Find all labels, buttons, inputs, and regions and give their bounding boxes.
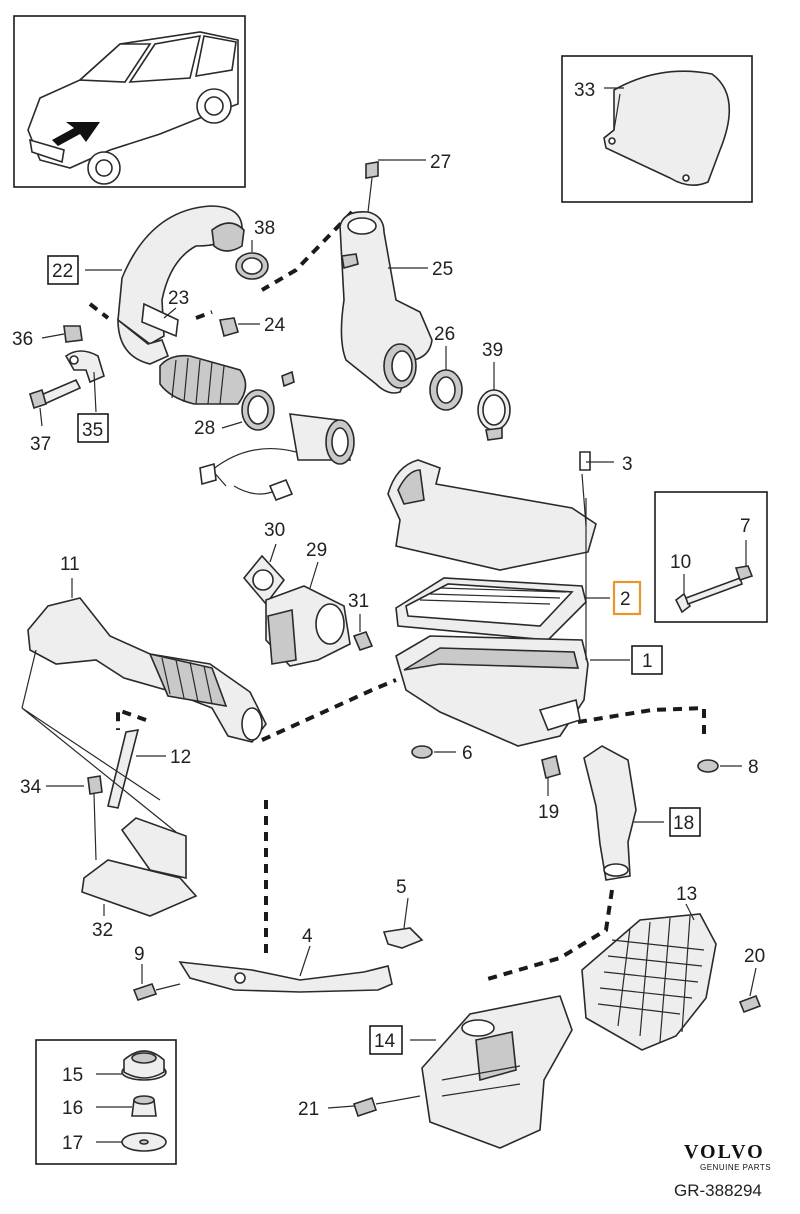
part-11-intake-pipe — [27, 597, 267, 743]
maf-sensor — [199, 370, 355, 502]
vehicle-locator-inset — [13, 15, 246, 188]
callout-19: 19 — [538, 802, 559, 823]
part-1-housing-lower — [395, 498, 630, 747]
part-24-connector — [219, 317, 239, 337]
callout-9: 9 — [134, 944, 145, 965]
part-14-intake-box — [352, 995, 573, 1149]
callout-16: 16 — [62, 1098, 83, 1119]
callout-22: 22 — [52, 261, 73, 282]
callout-4: 4 — [302, 926, 313, 947]
callout-8: 8 — [748, 757, 759, 778]
callout-1: 1 — [642, 651, 653, 672]
callout-12: 12 — [170, 747, 191, 768]
callout-37: 37 — [30, 434, 51, 455]
callout-34: 34 — [20, 777, 42, 798]
part-38-clamp — [235, 240, 269, 280]
throttle-body-29 — [242, 554, 374, 667]
highlight-box-2 — [612, 580, 642, 616]
part-18-duct — [541, 745, 637, 881]
callout-31: 31 — [348, 591, 369, 612]
callout-33: 33 — [574, 80, 595, 101]
car-icon — [27, 31, 239, 185]
part-6-grommet — [411, 745, 456, 759]
part-33-cover — [603, 70, 731, 186]
callout-10: 10 — [670, 552, 691, 573]
part-25-resonator — [339, 161, 433, 394]
callout-24: 24 — [264, 315, 286, 336]
callout-29: 29 — [306, 540, 327, 561]
callout-28: 28 — [194, 418, 215, 439]
part-2-filter-element — [395, 577, 610, 641]
bracket-35 — [29, 325, 105, 410]
diagram-reference: GR-388294 — [674, 1181, 762, 1200]
callout-38: 38 — [254, 218, 275, 239]
part-13-grille — [581, 913, 762, 1051]
part-4-brace — [132, 927, 424, 1001]
callout-15: 15 — [62, 1065, 83, 1086]
callout-11: 11 — [60, 554, 80, 575]
callout-6: 6 — [462, 743, 473, 764]
callout-18: 18 — [673, 813, 694, 834]
callout-30: 30 — [264, 520, 285, 541]
part-32-bracket — [81, 775, 198, 917]
part-39-clamp — [477, 389, 511, 441]
callout-35: 35 — [82, 420, 103, 441]
part-26-ring — [429, 369, 463, 411]
part-28-bellows-hose — [159, 354, 247, 405]
callout-7: 7 — [740, 516, 751, 537]
callout-14: 14 — [374, 1031, 396, 1052]
callout-36: 36 — [12, 329, 33, 350]
connection-paths — [88, 210, 706, 982]
callout-32: 32 — [92, 920, 113, 941]
callout-labels: 27 33 38 22 25 23 24 26 39 36 35 28 37 3… — [12, 80, 765, 1154]
callout-25: 25 — [432, 259, 453, 280]
callout-13: 13 — [676, 884, 697, 905]
callout-2: 2 — [620, 589, 631, 610]
grommet-inset — [35, 1039, 177, 1165]
genuine-parts-tagline: GENUINE PARTS — [700, 1163, 771, 1172]
brand-block: VOLVO GENUINE PARTS GR-388294 — [674, 1141, 771, 1200]
callout-20: 20 — [744, 946, 765, 967]
callout-21: 21 — [298, 1099, 319, 1120]
nut-7 — [734, 565, 754, 582]
fastener-inset — [654, 491, 768, 623]
callout-3: 3 — [622, 454, 633, 475]
callout-boxes — [47, 255, 701, 1055]
volvo-logo: VOLVO — [684, 1141, 765, 1163]
part-8-grommet — [697, 759, 742, 773]
callout-27: 27 — [430, 152, 451, 173]
bolt-10 — [674, 592, 692, 614]
callout-leaders — [21, 159, 757, 1109]
part-22-intake-duct — [117, 205, 245, 365]
callout-39: 39 — [482, 340, 503, 361]
callout-23: 23 — [168, 288, 189, 309]
callout-17: 17 — [62, 1133, 83, 1154]
cover-inset — [561, 55, 753, 203]
filter-housing-cover — [387, 451, 597, 571]
part-28-clamp — [241, 389, 275, 431]
callout-26: 26 — [434, 324, 455, 345]
callout-5: 5 — [396, 877, 407, 898]
